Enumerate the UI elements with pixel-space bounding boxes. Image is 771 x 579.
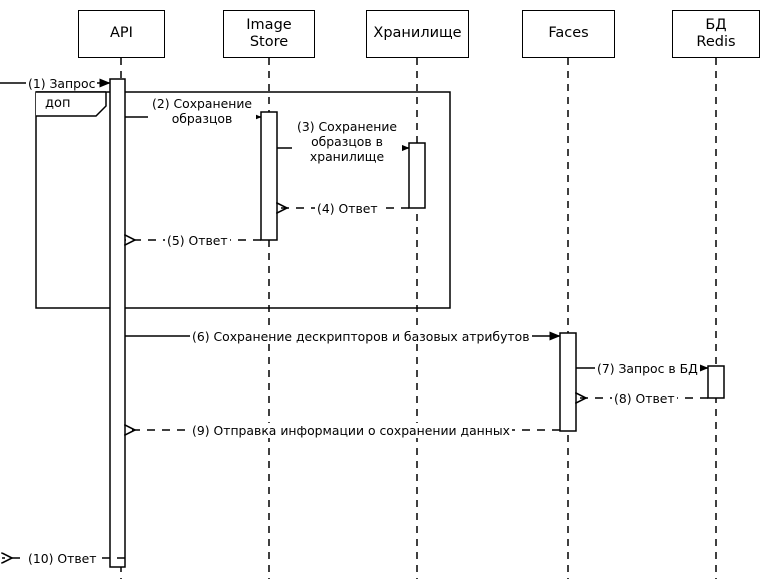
message-label-4: (4) Ответ	[315, 201, 380, 217]
activation-storage	[408, 142, 426, 209]
activation-redis	[707, 365, 725, 399]
participant-label-redis: БД Redis	[696, 16, 736, 50]
activation-bars	[109, 78, 725, 568]
activation-image-store	[260, 111, 278, 241]
message-label-9: (9) Отправка информации о сохранении дан…	[190, 423, 513, 439]
participant-box-api[interactable]: API	[78, 10, 165, 58]
message-label-7: (7) Запрос в БД	[595, 361, 700, 377]
lifeline-dashes	[120, 58, 717, 579]
participant-label-faces: Faces	[548, 25, 589, 42]
message-label-10: (10) Ответ	[26, 551, 99, 567]
fragment-operator-label: доп	[45, 96, 71, 111]
activation-faces	[559, 332, 577, 432]
message-label-2: (2) Сохранение образцов	[148, 96, 256, 127]
combined-fragment-dop	[35, 91, 451, 309]
activation-api	[109, 78, 126, 568]
message-label-3: (3) Сохранение образцов в хранилище	[292, 119, 402, 165]
message-label-5: (5) Ответ	[165, 233, 230, 249]
message-label-6: (6) Сохранение дескрипторов и базовых ат…	[190, 329, 532, 345]
participant-box-storage[interactable]: Хранилище	[366, 10, 469, 58]
message-label-1: (1) Запрос	[26, 76, 98, 92]
participant-label-storage: Хранилище	[373, 25, 462, 42]
participant-box-faces[interactable]: Faces	[522, 10, 615, 58]
participant-box-redis[interactable]: БД Redis	[672, 10, 760, 58]
participant-label-api: API	[110, 25, 133, 42]
message-label-8: (8) Ответ	[612, 391, 677, 407]
participant-box-image-store[interactable]: Image Store	[223, 10, 315, 58]
participant-label-image-store: Image Store	[246, 16, 292, 50]
